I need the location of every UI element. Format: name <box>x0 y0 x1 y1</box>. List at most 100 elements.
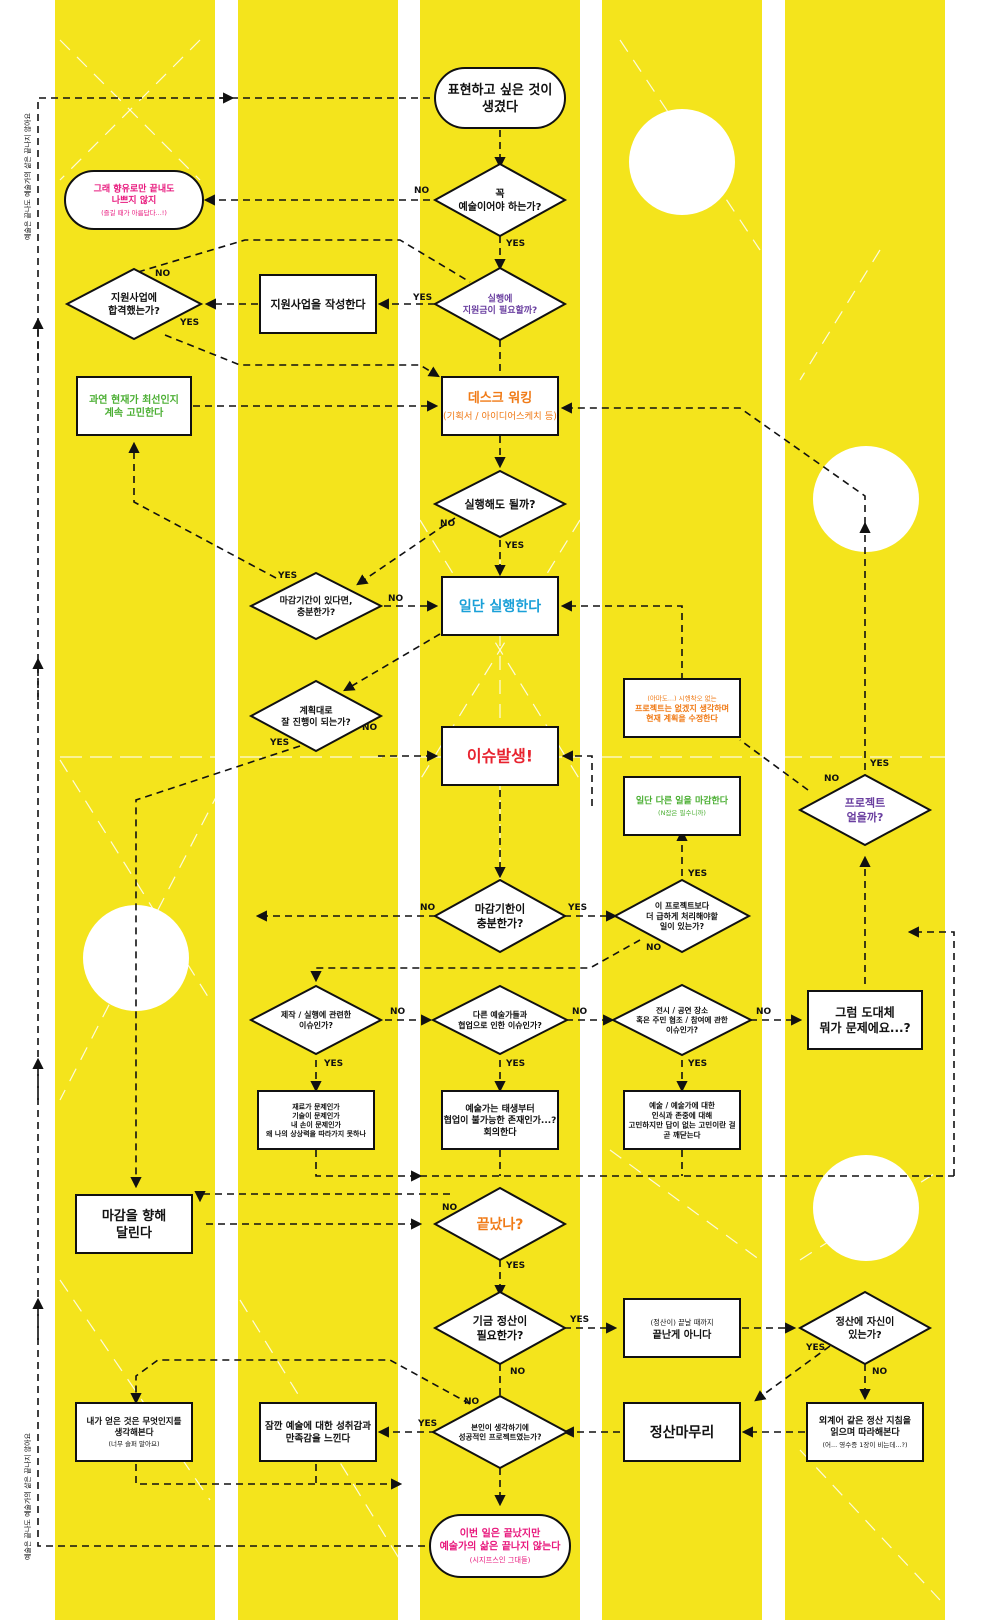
node-text: 계획대로 <box>299 704 333 716</box>
decision-shape <box>248 571 384 641</box>
node-text: (너무 슬퍼 말아요) <box>108 1439 159 1448</box>
node-text: 재료가 문제인가 <box>292 1102 340 1111</box>
node-text: 표현하고 싶은 것이 <box>448 82 553 98</box>
edge-label-yes: YES <box>869 759 889 769</box>
node-text: 달린다 <box>116 1225 152 1241</box>
node-text: (아마도...) 시행착오 없는 <box>647 693 716 702</box>
connector <box>907 926 955 1176</box>
decision-shape <box>432 878 568 954</box>
connector <box>343 633 441 692</box>
node-text: 정산에 자신이 <box>836 1315 895 1328</box>
node-text: 계속 고민한다 <box>105 406 164 419</box>
node-text: 예술 / 예술가에 대한 <box>649 1100 715 1110</box>
node-text: 마감을 향해 <box>102 1208 166 1224</box>
node-text: 생각해본다 <box>114 1427 153 1438</box>
edge-label-no: NO <box>442 1203 458 1213</box>
process-shape <box>623 776 741 836</box>
node-text: 혹은 주민 협조 / 참여에 관한 <box>636 1015 728 1025</box>
node-text: 끝났나? <box>477 1217 524 1233</box>
node-text: 그럼 도대체 <box>835 1004 894 1019</box>
decision-shape <box>64 267 204 341</box>
node-text: 프로젝트는 없겠지 생각하며 <box>635 703 729 713</box>
node-text: 기술이 문제인가 <box>292 1111 340 1120</box>
node-text: (시지프스인 그대들) <box>470 1556 531 1565</box>
node-text: 실행해도 될까? <box>465 497 536 511</box>
node-q-time: 마감기간이 있다면,충분한가? <box>248 571 384 641</box>
node-text: 읽으며 따라해본다 <box>830 1426 900 1438</box>
process-shape <box>623 1402 741 1462</box>
process-shape <box>441 726 559 786</box>
node-text: 그래 향유로만 끝내도 <box>94 182 176 194</box>
node-text: (N잡은 필수니까) <box>658 808 706 817</box>
edge-label-yes: YES <box>504 541 524 551</box>
stripe-1 <box>55 0 215 1620</box>
circle-deco <box>813 1155 919 1261</box>
edge-label-yes: YES <box>505 1261 525 1271</box>
node-issue: 이슈발생! <box>441 726 559 786</box>
node-text: 잠깐 예술에 대한 성취감과 <box>265 1420 371 1432</box>
process-shape <box>259 274 377 334</box>
connector <box>164 334 440 378</box>
node-text: 제작 / 실행에 관련한 <box>281 1010 352 1020</box>
process-shape <box>259 1402 377 1462</box>
node-text: (정산이) 끝날 때까지 <box>650 1318 713 1327</box>
node-text: 있는가? <box>848 1328 882 1341</box>
node-execute: 일단 실행한다 <box>441 576 559 636</box>
edge-label-yes: YES <box>805 1343 825 1353</box>
node-text: 회의한다 <box>483 1126 517 1138</box>
node-text: 나쁘지 않지 <box>112 194 157 206</box>
edge-label-no: NO <box>646 943 662 953</box>
node-text: 지원금이 필요할까? <box>463 304 538 316</box>
decision-shape <box>430 984 570 1056</box>
edge-label-no: NO <box>756 1007 772 1017</box>
node-text: 프로젝트 <box>845 796 885 810</box>
node-text: 끝난게 아니다 <box>653 1328 712 1341</box>
process-shape <box>441 1090 559 1150</box>
edge-label-yes: YES <box>179 318 199 328</box>
connector <box>310 939 641 983</box>
node-text: 충분한가? <box>297 606 335 618</box>
edge-label-yes: YES <box>687 869 707 879</box>
edge-label-no: NO <box>362 723 378 733</box>
node-text: 필요한가? <box>477 1328 524 1342</box>
edge-label-no: NO <box>155 269 171 279</box>
stripe-2 <box>238 0 398 1620</box>
edge-label-no: NO <box>510 1367 526 1377</box>
edge-label-no: NO <box>872 1367 888 1377</box>
node-text: 만족감을 느낀다 <box>286 1433 351 1445</box>
edge-label-yes: YES <box>269 738 289 748</box>
node-text: 지원사업에 <box>111 291 157 304</box>
node-text: 지원사업을 작성한다 <box>271 297 367 311</box>
node-text: 곧 깨닫는다 <box>663 1129 700 1139</box>
node-text: 다른 예술가들과 <box>473 1010 528 1020</box>
node-text: 일이 있는가? <box>660 921 705 931</box>
node-text: 외계어 같은 정산 지침을 <box>819 1414 911 1426</box>
node-write-app: 지원사업을 작성한다 <box>259 274 377 334</box>
process-shape <box>623 678 741 738</box>
process-shape <box>806 1402 924 1462</box>
node-text: (어... 영수증 1장이 비는데...?) <box>822 1440 907 1449</box>
node-text: 기금 정산이 <box>473 1314 527 1328</box>
edge-label-no: NO <box>388 594 404 604</box>
decision-shape <box>432 1290 568 1366</box>
node-other-task: 일단 다른 일을 마감한다(N잡은 필수니까) <box>623 776 741 836</box>
process-shape <box>441 376 559 436</box>
